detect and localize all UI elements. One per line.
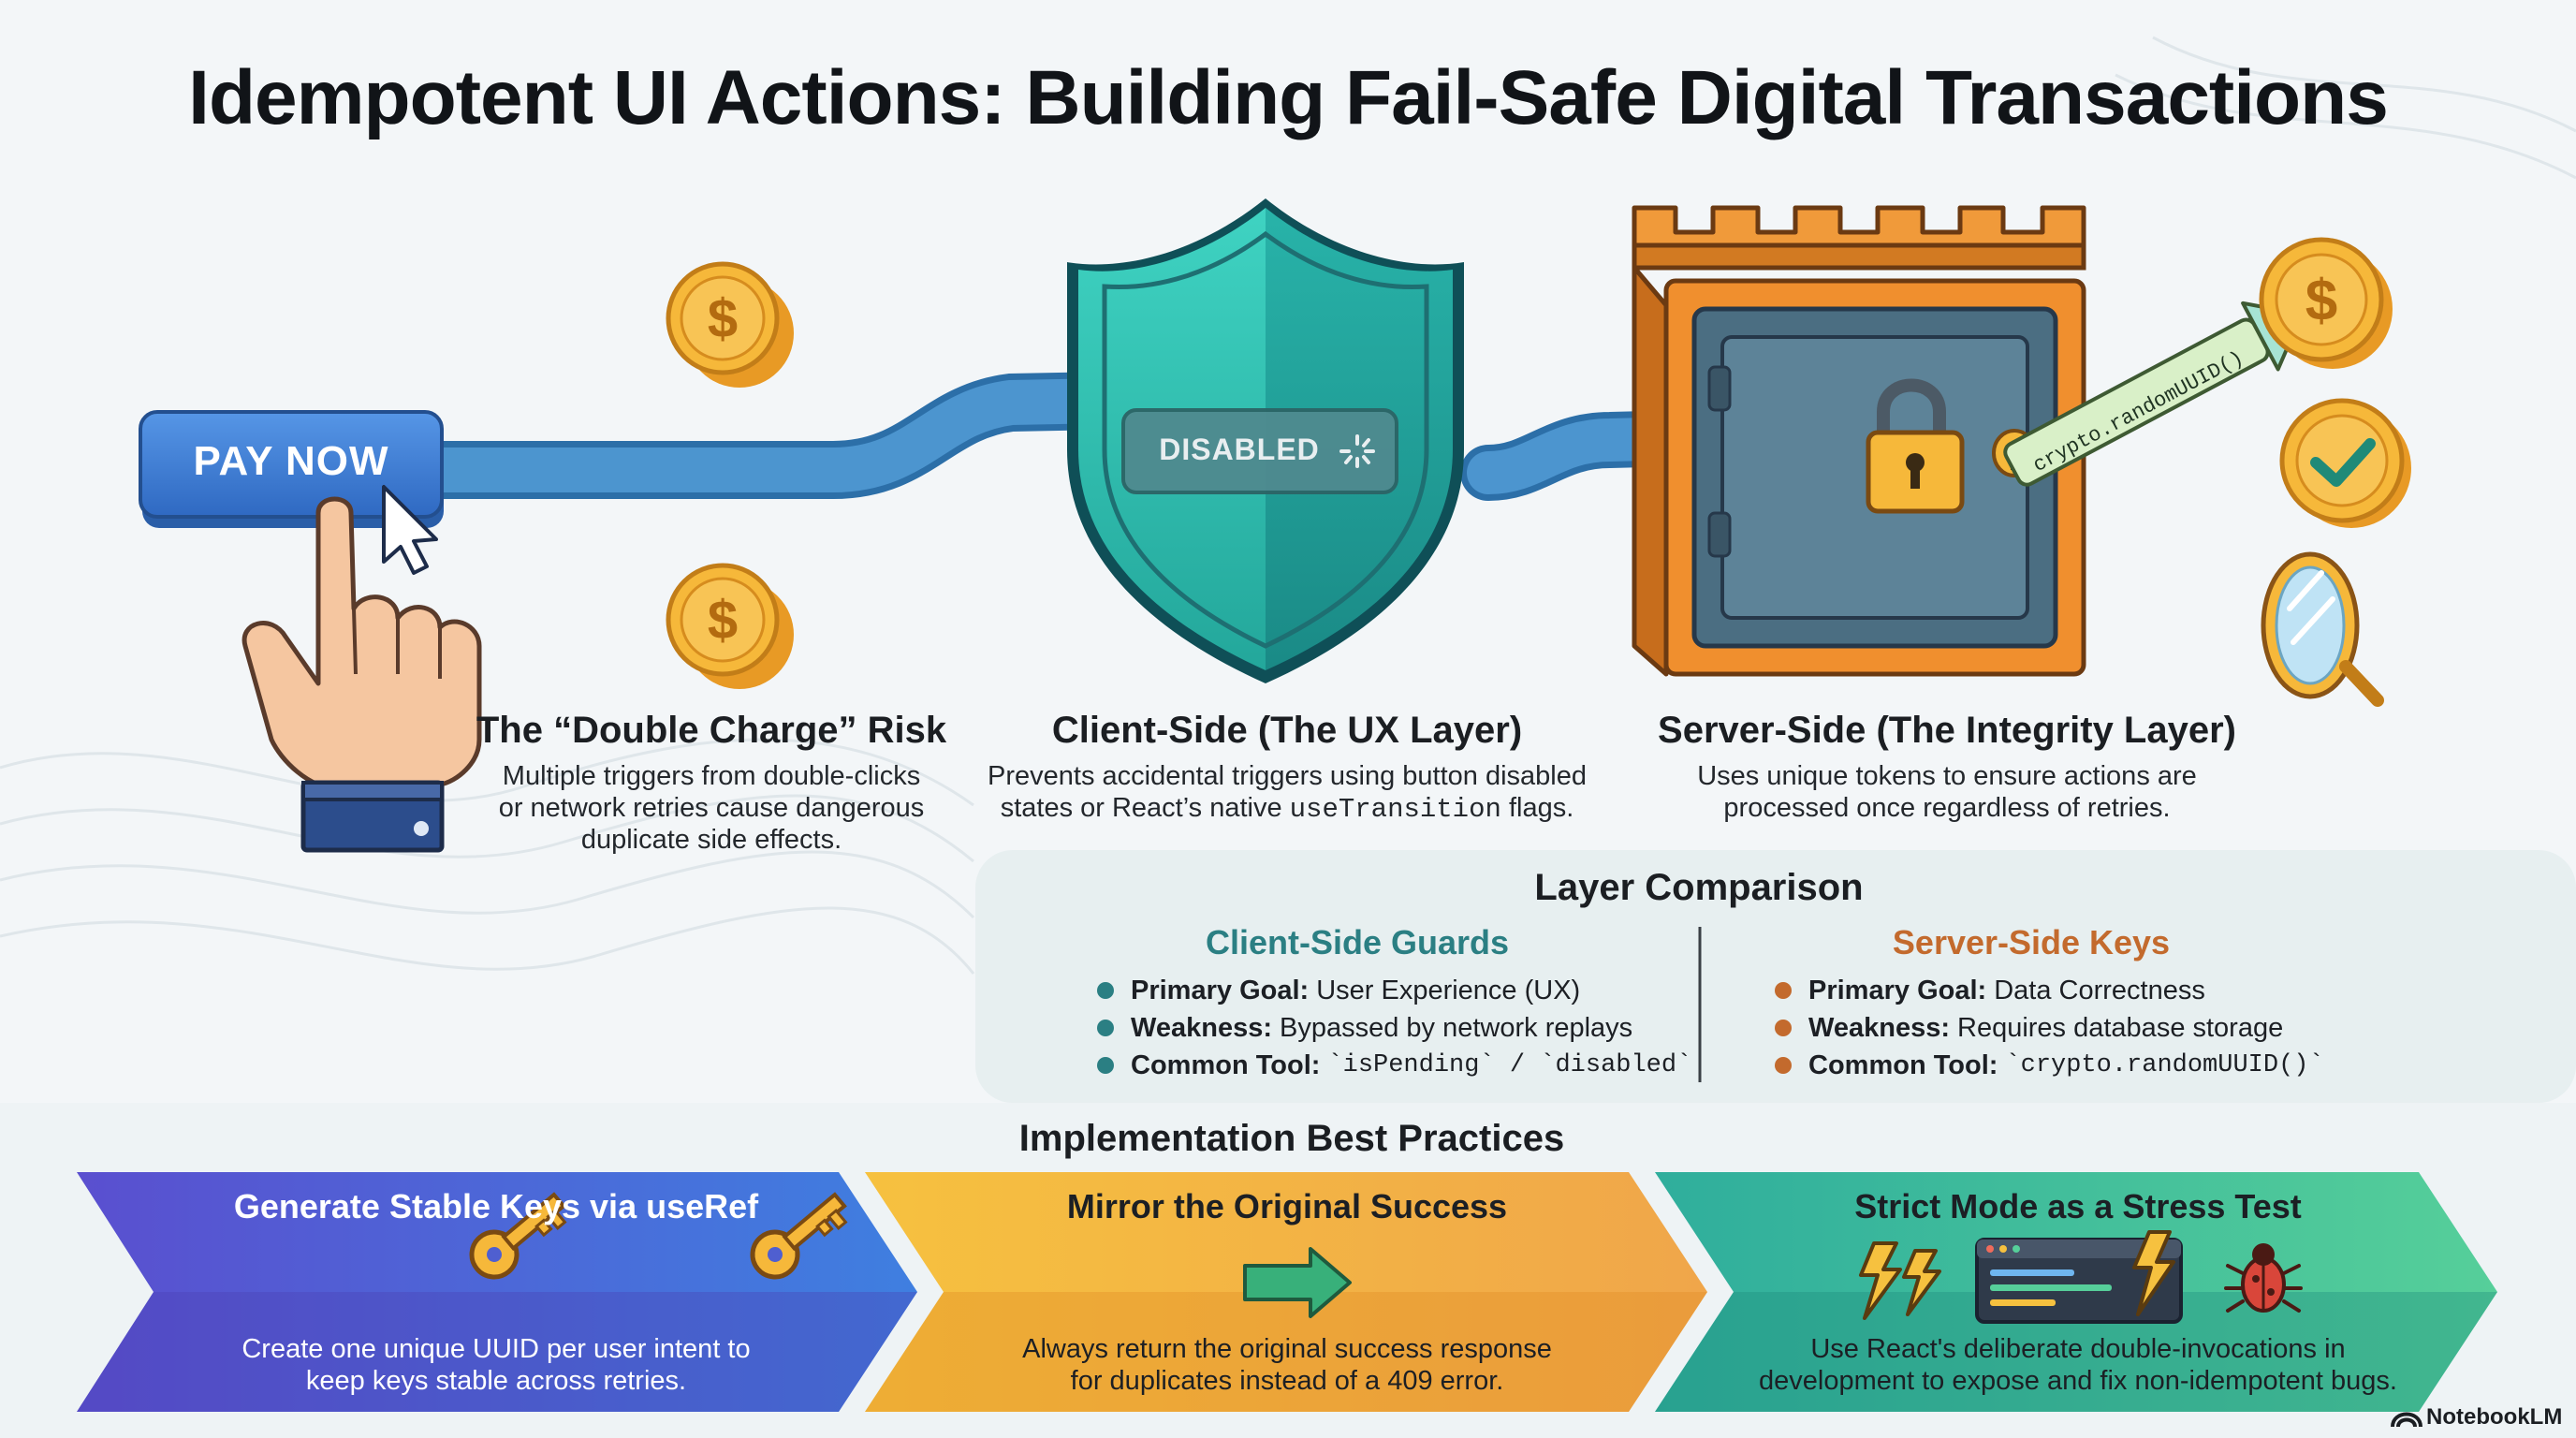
pay-now-button-illustration [139, 410, 444, 528]
bug-icon [2224, 1243, 2303, 1313]
bullet-dot [1097, 1057, 1114, 1074]
bullet-dot [1775, 982, 1792, 999]
comparison-title: Layer Comparison [1534, 867, 1864, 908]
brand-label: NotebookLM [2426, 1404, 2563, 1430]
list-item: Primary Goal:Data Correctness [1775, 972, 2324, 1009]
list-item: Primary Goal:User Experience (UX) [1097, 972, 1691, 1009]
svg-text:$: $ [708, 288, 738, 349]
list-item: Weakness:Requires database storage [1775, 1009, 2324, 1047]
client-guards-list: Primary Goal:User Experience (UX) Weakne… [1097, 972, 1691, 1084]
arrow-right-icon [1243, 1247, 1352, 1318]
card-title-strict-mode: Strict Mode as a Stress Test [1854, 1187, 2302, 1225]
client-guards-heading: Client-Side Guards [1205, 923, 1510, 961]
page-title: Idempotent UI Actions: Building Fail-Saf… [188, 55, 2389, 140]
key-icon [469, 1192, 567, 1280]
client-side-title: Client-Side (The UX Layer) [1051, 710, 1523, 751]
mirror-icon [2261, 551, 2384, 707]
list-item: Common Tool:`isPending` / `disabled` [1097, 1047, 1691, 1084]
svg-text:$: $ [2305, 269, 2337, 333]
connection-pipe [402, 372, 1719, 501]
server-keys-list: Primary Goal:Data Correctness Weakness:R… [1775, 972, 2324, 1084]
coin-icon: $ [2259, 237, 2393, 369]
card-desc-mirror-success: Always return the original success respo… [1022, 1334, 1552, 1396]
svg-text:$: $ [708, 590, 738, 651]
list-item: Common Tool:`crypto.randomUUID()` [1775, 1047, 2324, 1084]
code-window-icon [1975, 1230, 2183, 1324]
double-charge-desc: Multiple triggers from double-clicks or … [498, 761, 925, 855]
server-keys-heading: Server-Side Keys [1892, 923, 2171, 961]
key-icon [750, 1192, 848, 1280]
cursor-icon [382, 485, 438, 575]
bullet-dot [1775, 1057, 1792, 1074]
notebooklm-icon [2391, 1412, 2422, 1428]
server-side-title: Server-Side (The Integrity Layer) [1658, 710, 2236, 751]
coin-icon: $ [666, 563, 794, 689]
background-swirls [0, 36, 2576, 975]
best-practices-title: Implementation Best Practices [1018, 1118, 1565, 1159]
card-desc-stable-keys: Create one unique UUID per user intent t… [242, 1334, 751, 1396]
server-side-desc: Uses unique tokens to ensure actions are… [1697, 761, 2197, 823]
hand-pointer-icon [242, 496, 482, 853]
lightning-icon [1859, 1241, 1941, 1320]
card-title-mirror-success: Mirror the Original Success [1066, 1187, 1508, 1225]
bullet-dot [1775, 1020, 1792, 1036]
bullet-dot [1097, 982, 1114, 999]
comparison-panel-bg [975, 850, 2576, 1103]
list-item: Weakness:Bypassed by network replays [1097, 1009, 1691, 1047]
card-title-stable-keys: Generate Stable Keys via useRef [233, 1187, 759, 1225]
disabled-state-label: DISABLED [1159, 433, 1320, 466]
padlock-icon [1866, 378, 1965, 514]
check-icon [2279, 398, 2411, 528]
coin-icon: $ [666, 261, 794, 388]
client-side-desc: Prevents accidental triggers using butto… [988, 761, 1587, 825]
bullet-dot [1097, 1020, 1114, 1036]
card-desc-strict-mode: Use React's deliberate double-invocation… [1759, 1334, 2397, 1396]
pay-now-button[interactable]: PAY NOW [193, 438, 389, 484]
spinner-icon [1339, 434, 1375, 468]
double-charge-title: The “Double Charge” Risk [476, 710, 947, 751]
